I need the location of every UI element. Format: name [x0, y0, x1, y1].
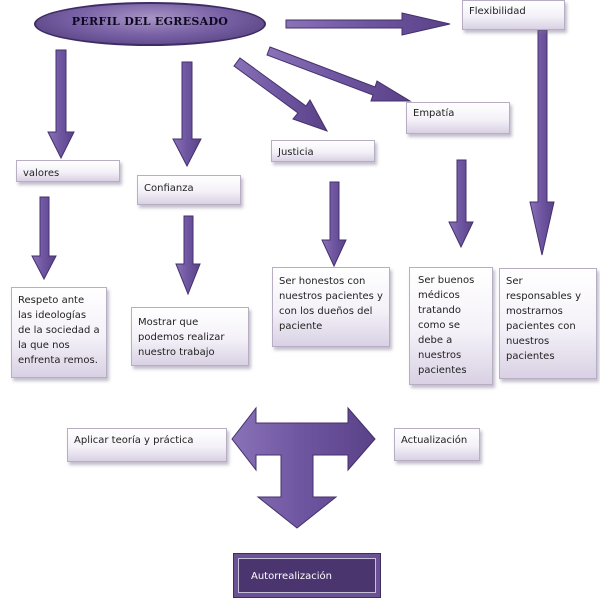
desc-confianza: Mostrar que podemos realizar nuestro tra… — [131, 307, 249, 366]
bottom-right-label: Actualización — [401, 435, 468, 446]
desc-flexibilidad-text: Ser responsables y mostrarnos pacientes … — [506, 276, 581, 362]
arrow-to-confianza — [172, 61, 202, 168]
node-valores: valores — [16, 160, 120, 182]
arrow-flexibilidad-down — [529, 29, 555, 256]
arrow-justicia-down — [321, 181, 347, 268]
node-confianza: Confianza — [137, 175, 241, 205]
node-confianza-label: Confianza — [144, 183, 194, 194]
bottom-left-box: Aplicar teoría y práctica — [67, 428, 227, 462]
arrow-to-flexibilidad — [285, 12, 451, 36]
arrow-confianza-down — [175, 215, 201, 296]
desc-empatia-text: Ser buenos médicos tratando como se debe… — [418, 275, 475, 376]
bottom-left-label: Aplicar teoría y práctica — [74, 435, 194, 446]
desc-valores: Respeto ante las ideologías de la socied… — [11, 287, 107, 378]
final-label: Autorrealización — [251, 571, 332, 582]
desc-empatia: Ser buenos médicos tratando como se debe… — [409, 267, 493, 385]
desc-valores-text: Respeto ante las ideologías de la socied… — [18, 295, 100, 366]
t-shape-arrow — [231, 406, 376, 529]
final-box: Autorrealización — [233, 553, 381, 598]
node-justicia-label: Justicia — [278, 147, 314, 158]
node-valores-label: valores — [23, 168, 60, 179]
desc-justicia-text: Ser honestos con nuestros pacientes y co… — [279, 276, 383, 332]
desc-flexibilidad: Ser responsables y mostrarnos pacientes … — [499, 268, 597, 379]
node-flexibilidad: Flexibilidad — [462, 0, 565, 30]
node-flexibilidad-label: Flexibilidad — [469, 6, 526, 17]
title-oval: PERFIL DEL EGRESADO — [34, 2, 266, 46]
arrow-empatia-down — [448, 159, 474, 249]
node-empatia: Empatía — [406, 102, 510, 134]
arrow-to-empatia — [266, 46, 412, 102]
desc-justicia: Ser honestos con nuestros pacientes y co… — [272, 267, 390, 347]
arrow-to-justicia — [233, 57, 329, 132]
final-box-inner: Autorrealización — [238, 558, 376, 593]
node-justicia: Justicia — [271, 140, 375, 162]
desc-confianza-text: Mostrar que podemos realizar nuestro tra… — [138, 317, 225, 358]
node-empatia-label: Empatía — [413, 108, 455, 119]
arrow-valores-down — [31, 196, 57, 281]
arrow-to-valores — [47, 49, 75, 160]
bottom-right-box: Actualización — [394, 428, 480, 461]
diagram-title: PERFIL DEL EGRESADO — [71, 14, 229, 28]
